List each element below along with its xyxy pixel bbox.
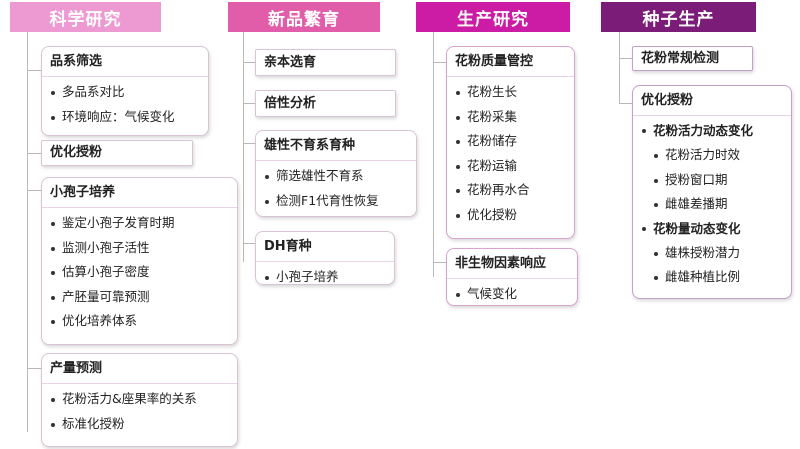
connector-tick [243, 62, 255, 63]
item-list: 花粉活力时效 授粉窗口期 雌雄差播期 [641, 143, 783, 217]
list-item: 标准化授粉 [50, 412, 229, 437]
divider [256, 160, 416, 161]
list-item: 估算小孢子密度 [50, 260, 229, 285]
box-routine-pollen-testing: 花粉常规检测 [632, 46, 753, 71]
item-list: 花粉生长 花粉采集 花粉储存 花粉运输 花粉再水合 优化授粉 [455, 80, 566, 227]
item-list: 筛选雄性不育系 检测F1代育性恢复 [264, 164, 408, 213]
list-item: 授粉窗口期 [641, 168, 783, 193]
box-title: 雄性不育系育种 [264, 138, 356, 153]
divider [42, 383, 237, 384]
list-item: 花粉储存 [455, 129, 566, 154]
list-item: 优化培养体系 [50, 309, 229, 334]
list-item: 优化授粉 [455, 203, 566, 228]
box-title: 非生物因素响应 [455, 256, 547, 271]
box-optimize-pollination: 优化授粉 [41, 140, 193, 166]
column-header-seed-production: 种子生产 [601, 2, 756, 32]
box-strain-screening: 品系筛选 多品系对比 环境响应：气候变化 [41, 46, 209, 136]
list-item: 雄株授粉潜力 [641, 241, 783, 266]
connector-tick [27, 368, 41, 369]
box-title: 优化授粉 [641, 93, 694, 108]
list-item: 花粉再水合 [455, 178, 566, 203]
list-item: 花粉活力&座果率的关系 [50, 387, 229, 412]
connector-tick [27, 153, 41, 154]
list-item: 雌雄种植比例 [641, 265, 783, 290]
box-title: 花粉常规检测 [641, 50, 720, 66]
connector-line [433, 32, 434, 277]
connector-tick [243, 103, 255, 104]
box-male-sterile-breeding: 雄性不育系育种 筛选雄性不育系 检测F1代育性恢复 [255, 130, 417, 217]
connector-tick [433, 62, 446, 63]
box-microspore-culture: 小孢子培养 鉴定小孢子发育时期 监测小孢子活性 估算小孢子密度 产胚量可靠预测 … [41, 177, 238, 345]
list-item: 花粉生长 [455, 80, 566, 105]
connector-tick [433, 262, 446, 263]
box-title: 花粉质量管控 [455, 54, 534, 69]
box-title: 优化授粉 [50, 145, 103, 160]
list-item: 花粉运输 [455, 154, 566, 179]
box-title: 亲本选育 [264, 54, 317, 70]
list-item: 小孢子培养 [264, 265, 386, 290]
list-item: 气候变化 [455, 282, 569, 307]
item-list: 多品系对比 环境响应：气候变化 [50, 80, 200, 129]
divider [256, 261, 394, 262]
divider [42, 207, 237, 208]
box-parent-selection: 亲本选育 [255, 49, 396, 76]
list-item: 环境响应：气候变化 [50, 105, 200, 130]
box-ploidy-analysis: 倍性分析 [255, 90, 396, 117]
list-item: 花粉采集 [455, 105, 566, 130]
connector-tick [243, 143, 255, 144]
box-dh-breeding: DH育种 小孢子培养 [255, 231, 395, 285]
item-list: 鉴定小孢子发育时期 监测小孢子活性 估算小孢子密度 产胚量可靠预测 优化培养体系 [50, 211, 229, 334]
column-header-breeding: 新品繁育 [228, 2, 380, 32]
list-item: 产胚量可靠预测 [50, 285, 229, 310]
group-heading: 花粉活力动态变化 [641, 119, 783, 143]
box-title: 倍性分析 [264, 95, 317, 111]
divider [447, 76, 574, 77]
list-item: 花粉活力时效 [641, 143, 783, 168]
connector-tick [619, 103, 632, 104]
connector-tick [27, 190, 41, 191]
box-title: DH育种 [264, 239, 312, 254]
connector-tick [27, 70, 41, 71]
box-yield-prediction: 产量预测 花粉活力&座果率的关系 标准化授粉 [41, 353, 238, 447]
box-seed-optimize-pollination: 优化授粉 花粉活力动态变化 花粉活力时效 授粉窗口期 雌雄差播期 花粉量动态变化… [632, 85, 792, 299]
column-header-science: 科学研究 [10, 2, 161, 32]
item-list: 小孢子培养 [264, 265, 386, 290]
list-item: 雌雄差播期 [641, 192, 783, 217]
list-item: 检测F1代育性恢复 [264, 189, 408, 214]
item-list: 花粉活力&座果率的关系 标准化授粉 [50, 387, 229, 436]
connector-tick [619, 58, 632, 59]
list-item: 筛选雄性不育系 [264, 164, 408, 189]
connector-tick [243, 243, 255, 244]
box-title: 品系筛选 [50, 54, 103, 69]
item-list: 雄株授粉潜力 雌雄种植比例 [641, 241, 783, 290]
list-item: 监测小孢子活性 [50, 236, 229, 261]
box-abiotic-response: 非生物因素响应 气候变化 [446, 248, 578, 306]
box-title: 产量预测 [50, 361, 103, 376]
connector-line [619, 32, 620, 104]
box-pollen-quality-control: 花粉质量管控 花粉生长 花粉采集 花粉储存 花粉运输 花粉再水合 优化授粉 [446, 46, 575, 239]
item-list: 气候变化 [455, 282, 569, 307]
connector-line [27, 32, 28, 432]
box-title: 小孢子培养 [50, 185, 116, 200]
column-header-production: 生产研究 [416, 2, 570, 32]
group-heading: 花粉量动态变化 [641, 217, 783, 241]
divider [447, 278, 577, 279]
divider [42, 76, 208, 77]
connector-line [243, 32, 244, 262]
divider [633, 115, 791, 116]
list-item: 多品系对比 [50, 80, 200, 105]
list-item: 鉴定小孢子发育时期 [50, 211, 229, 236]
